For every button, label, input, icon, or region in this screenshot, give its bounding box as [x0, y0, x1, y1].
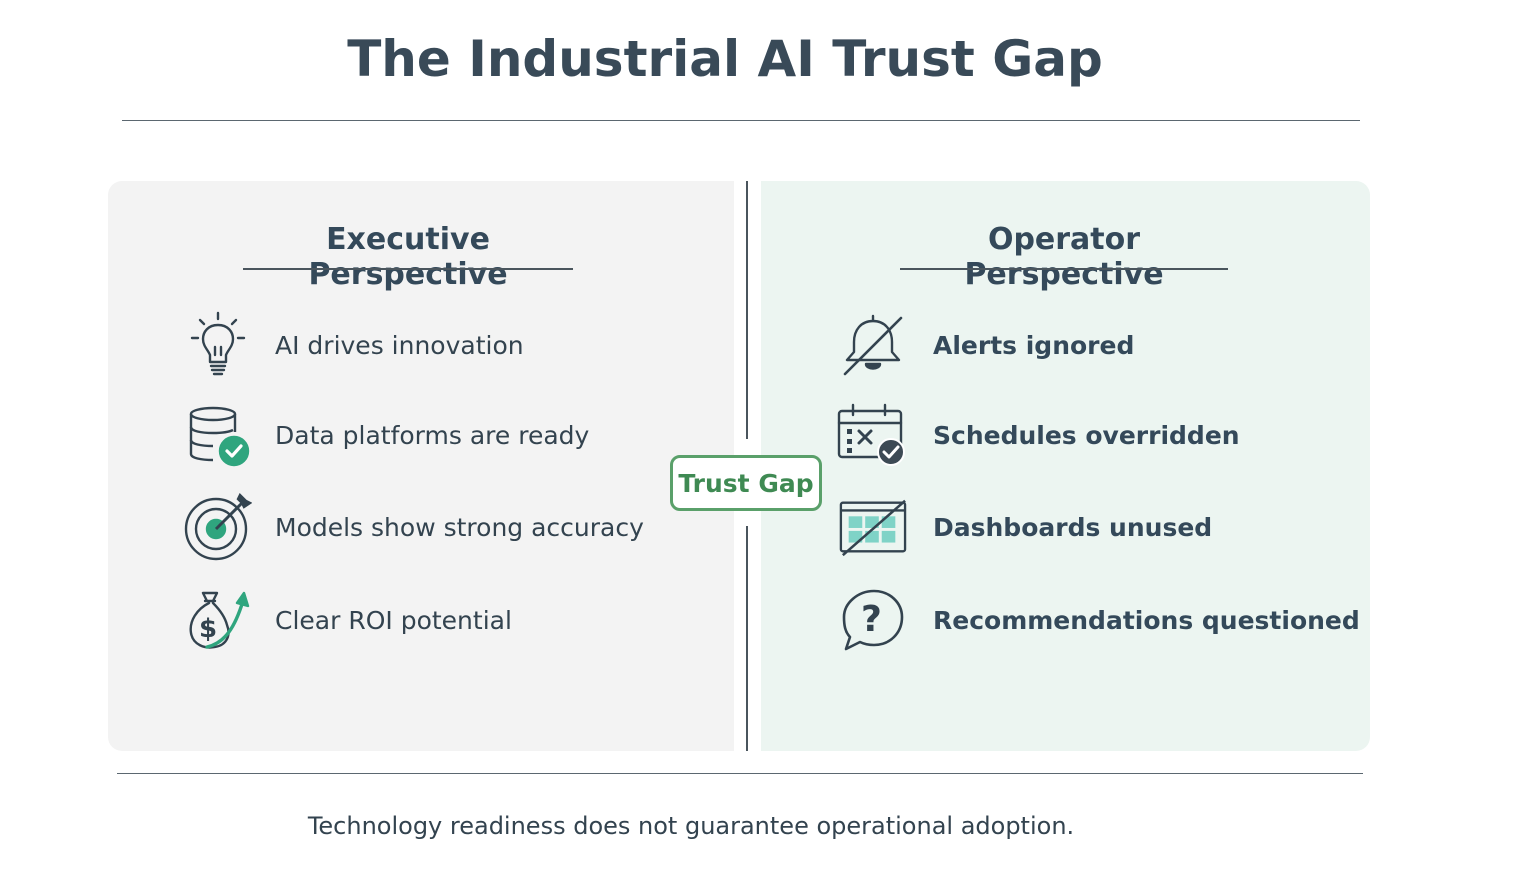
operator-heading: Operator Perspective	[964, 222, 1164, 292]
question-bubble-icon: ?	[837, 585, 907, 655]
executive-item-label: Clear ROI potential	[275, 605, 512, 635]
database-check-icon	[183, 400, 253, 470]
lightbulb-icon	[183, 310, 253, 380]
executive-item-label: Models show strong accuracy	[275, 512, 644, 542]
operator-item-label: Recommendations questioned	[933, 605, 1360, 635]
operator-item-recommendations: ? Recommendations questioned	[837, 585, 1360, 655]
dashboard-crossed-icon	[837, 492, 907, 562]
calendar-check-icon	[837, 400, 907, 470]
operator-heading-underline	[900, 268, 1228, 270]
operator-item-label: Dashboards unused	[933, 512, 1213, 542]
operator-item-alerts: Alerts ignored	[837, 310, 1134, 380]
footer-divider	[117, 773, 1363, 774]
svg-text:$: $	[199, 614, 217, 644]
executive-heading-underline	[243, 268, 573, 270]
operator-item-label: Alerts ignored	[933, 330, 1135, 360]
operator-item-schedules: Schedules overridden	[837, 400, 1240, 470]
operator-panel	[761, 181, 1370, 751]
executive-item-roi: $ Clear ROI potential	[183, 585, 512, 655]
footer-caption: Technology readiness does not guarantee …	[307, 812, 1075, 840]
executive-item-label: AI drives innovation	[275, 330, 524, 360]
executive-item-label: Data platforms are ready	[275, 420, 590, 450]
bell-off-icon	[837, 310, 907, 380]
executive-item-accuracy: Models show strong accuracy	[183, 492, 644, 562]
operator-item-dashboards: Dashboards unused	[837, 492, 1212, 562]
operator-item-label: Schedules overridden	[933, 420, 1240, 450]
executive-heading: Executive Perspective	[308, 222, 508, 292]
executive-panel	[108, 181, 734, 751]
title-divider	[122, 120, 1360, 121]
page-title: The Industrial AI Trust Gap	[347, 30, 1103, 88]
money-bag-growth-icon: $	[183, 585, 253, 655]
svg-text:?: ?	[861, 599, 882, 640]
center-divider-top	[746, 181, 748, 439]
trust-gap-badge: Trust Gap	[670, 455, 822, 511]
target-icon	[183, 492, 253, 562]
executive-item-innovation: AI drives innovation	[183, 310, 524, 380]
executive-item-data-platforms: Data platforms are ready	[183, 400, 589, 470]
center-divider-bottom	[746, 526, 748, 751]
